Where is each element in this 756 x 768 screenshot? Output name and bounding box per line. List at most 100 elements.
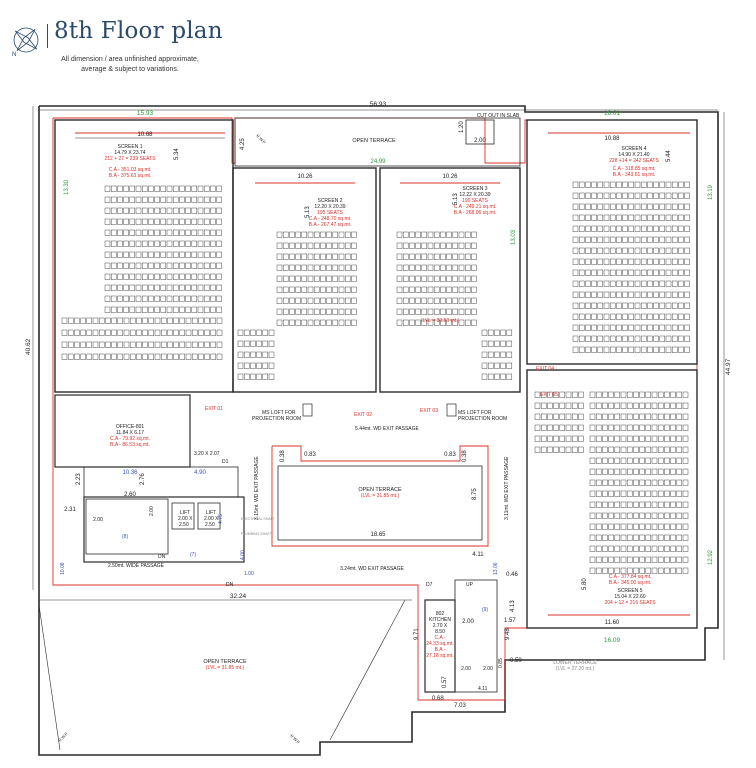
screen-5-seat (645, 512, 652, 519)
screen-1-seat (123, 284, 129, 291)
screen-1-front-seat (111, 329, 117, 336)
screen-1-seat (129, 207, 136, 214)
screen-5-side-seat (571, 402, 578, 409)
screen-3-seat (452, 286, 459, 293)
screen-1-seat (210, 207, 216, 214)
screen-1-seat (203, 306, 210, 313)
screen-5-seat (620, 446, 627, 453)
kitchen-d7: D7 (426, 582, 433, 588)
screen-4-seat (603, 313, 610, 320)
screen-3-seat (471, 253, 477, 260)
screen-5-seat (670, 490, 676, 497)
screen-4-seat (572, 236, 579, 243)
screen-4-seat (634, 214, 641, 221)
screen-4-seat (597, 192, 604, 199)
screen-4-seat (591, 335, 597, 342)
screen-5-seat (645, 424, 652, 431)
screen-4-seat (609, 324, 616, 331)
screen-1-seat (197, 284, 204, 291)
overall-dimensions (32, 106, 725, 660)
screen-5-seat (608, 457, 614, 464)
screen-5-seat (589, 391, 596, 398)
screen-4-seat (659, 324, 666, 331)
screen-4-seat (678, 313, 684, 320)
screen-3-room: 10.26 SCREEN 3 12.22 X 20.39 190 SEATS C… (379, 167, 521, 393)
lift1-size2: 2.50 (179, 522, 189, 528)
screen-2-seat (313, 275, 320, 282)
screen-2-seat (282, 297, 289, 304)
screen-1-front-seat (92, 329, 99, 336)
bl-terrace-level: (LVL = 31.85 mt.) (206, 665, 245, 671)
screen-1-front-seat (173, 329, 179, 336)
screen-5-seat (626, 424, 633, 431)
screen-3-seat (433, 297, 440, 304)
screen-4-seat (603, 181, 610, 188)
screen-1-front-seat (136, 317, 142, 324)
screen-5-seat (670, 446, 676, 453)
mid-terrace-red (271, 445, 489, 547)
screen-2-side-seat (262, 329, 269, 336)
screen-5-width-dim: 11.60 (605, 620, 620, 626)
exit-passage-311: 3.11mt. WD EXIT PASSAGE (504, 456, 510, 520)
kitchen-size2: 8.50 (435, 629, 445, 635)
screen-3-seat (396, 319, 403, 326)
screen-4-seat (671, 247, 678, 254)
screen-4-seat (640, 258, 647, 265)
screen-3-seat (433, 264, 440, 271)
screen-1-width-dim: 10.68 (137, 132, 153, 138)
lift1-size1: 2.00 X (178, 516, 193, 522)
screen-3-seat (452, 297, 459, 304)
screen-1-seat (148, 240, 154, 247)
screen-4-seat (653, 335, 659, 342)
screen-1-seat (166, 306, 173, 313)
screen-4-seat (634, 258, 641, 265)
screen-1-seat (148, 218, 154, 225)
screen-2-side-seat (250, 329, 256, 336)
screen-1-seat (160, 185, 167, 192)
screen-4-seat (616, 346, 622, 353)
screen-4-seat (578, 181, 585, 188)
screen-5-seat (676, 479, 683, 486)
screen-1-seat (197, 273, 204, 280)
screen-4-seat (678, 225, 684, 232)
screen-5-side-seat (547, 402, 553, 409)
screen-1-seat (185, 207, 191, 214)
screen-5-seat (620, 490, 627, 497)
screen-1-seat (210, 196, 216, 203)
screen-5-side-seat (547, 413, 553, 420)
exit-passage-315: 3.15mt. WD EXIT PASSAGE (254, 456, 260, 520)
screen-4-seat (628, 203, 635, 210)
screen-1-seat (129, 196, 136, 203)
screen-4-seat (572, 324, 579, 331)
screen-4-seat (585, 335, 591, 342)
screen-3-seat (396, 286, 403, 293)
screen-5-seat (633, 567, 639, 574)
screen-1-seat (203, 240, 210, 247)
screen-4-seat (585, 269, 591, 276)
screen-1-seat (216, 262, 222, 269)
screen-5-seat (651, 391, 658, 398)
stair-upper (83, 466, 239, 498)
screen-4-seat (647, 324, 653, 331)
screen-5-seat (676, 457, 683, 464)
screen-4-seat (684, 192, 690, 199)
screen-2-seat (344, 319, 351, 326)
screen-5-seat (670, 567, 676, 574)
screen-4-seat (659, 269, 666, 276)
screen-2-seat (332, 286, 339, 293)
screen-5-seat (682, 545, 689, 552)
screen-3-seat (415, 297, 421, 304)
screen-5-seat (626, 402, 633, 409)
screen-2-seat (332, 275, 339, 282)
screen-1-seat (216, 240, 222, 247)
screen-1-seat (129, 185, 136, 192)
screen-4-ba: B.A - 343.61 sq.mt. (613, 172, 656, 178)
screen-1-seat (166, 295, 173, 302)
screen-1-seat (148, 196, 154, 203)
screen-3-seat (452, 308, 459, 315)
screen-4-seat (585, 181, 591, 188)
screen-2-side-seat (256, 329, 262, 336)
screen-4-seat (591, 203, 597, 210)
screen-1-seat (166, 185, 173, 192)
screen-1-front-seat (198, 341, 204, 348)
